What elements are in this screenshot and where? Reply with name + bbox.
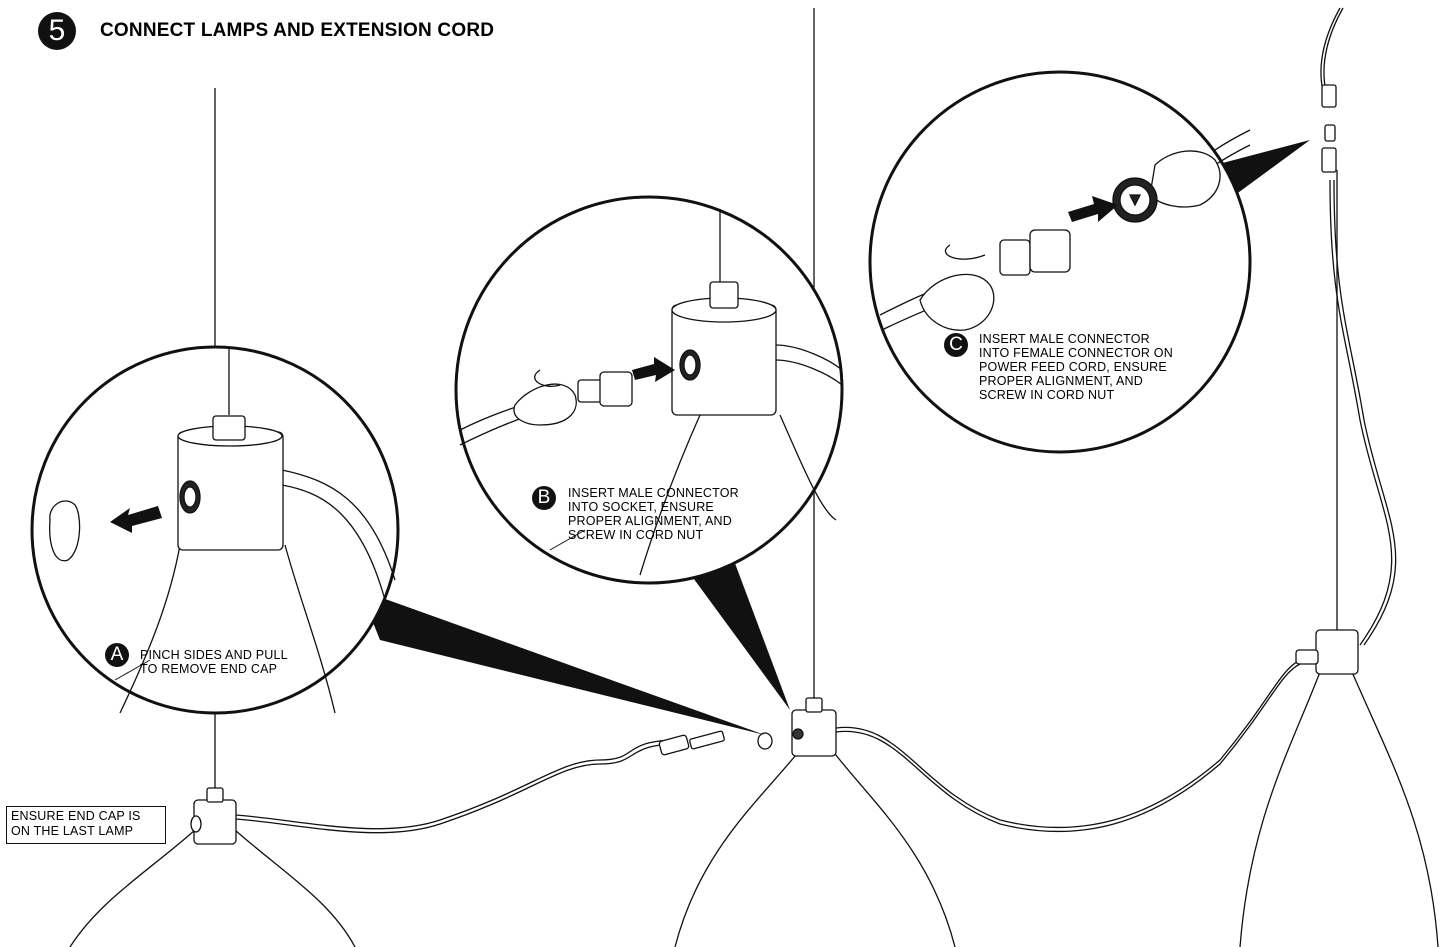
connector-icon — [1321, 84, 1337, 173]
callout-text-a: PINCH SIDES AND PULL TO REMOVE END CAP — [140, 648, 288, 676]
end-cap-note: ENSURE END CAP IS ON THE LAST LAMP — [6, 806, 166, 844]
step-title: CONNECT LAMPS AND EXTENSION CORD — [100, 20, 495, 41]
callout-text-c: INSERT MALE CONNECTOR INTO FEMALE CONNEC… — [979, 332, 1173, 402]
callout-badge-b: B — [532, 486, 556, 510]
lamp-icon — [1239, 629, 1439, 947]
step-number-badge: 5 — [38, 12, 76, 50]
arrow-icon — [110, 506, 162, 533]
arrow-icon — [1068, 196, 1118, 222]
lamp-icon — [69, 787, 356, 947]
detail-circle-b — [454, 195, 844, 585]
callout-text-b: INSERT MALE CONNECTOR INTO SOCKET, ENSUR… — [568, 486, 739, 542]
lamp-icon — [674, 697, 956, 947]
callout-badge-c: C — [944, 333, 968, 357]
arrow-icon — [632, 357, 675, 382]
callout-badge-a: A — [105, 643, 129, 667]
